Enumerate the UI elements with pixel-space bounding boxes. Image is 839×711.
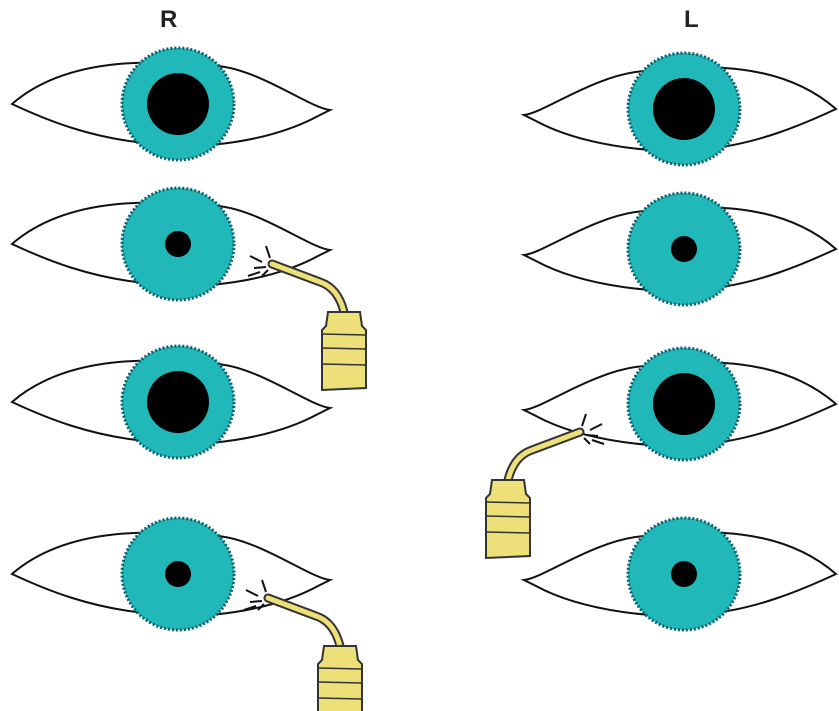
penlight-band	[318, 698, 362, 699]
right-eye-row-3	[12, 346, 330, 458]
left-eye-row-4	[524, 518, 836, 630]
pupil	[671, 561, 697, 587]
penlight-band	[486, 502, 530, 503]
left-eye-row-2	[524, 193, 836, 305]
penlight-body	[322, 312, 366, 390]
pupil	[653, 373, 715, 435]
penlight-band	[486, 532, 530, 533]
pupil	[165, 231, 191, 257]
pupil	[165, 561, 191, 587]
penlight-body	[318, 646, 362, 711]
pupil	[147, 73, 209, 135]
pupil	[653, 78, 715, 140]
pupil	[671, 236, 697, 262]
left-eye-row-3	[524, 348, 836, 460]
right-eye-row-1	[12, 48, 330, 160]
right-eye-row-2	[12, 188, 330, 300]
light-ray	[254, 267, 266, 268]
penlight-band	[486, 516, 530, 517]
penlight-icon	[248, 246, 366, 390]
penlight-icon	[486, 414, 604, 558]
penlight-body	[486, 480, 530, 558]
left-eye-row-1	[524, 53, 836, 165]
penlight-band	[322, 334, 366, 335]
right-eye-row-4	[12, 518, 330, 630]
penlight-band	[318, 682, 362, 683]
pupil	[147, 371, 209, 433]
light-ray	[250, 601, 262, 602]
light-ray	[586, 435, 598, 436]
light-ray	[592, 440, 604, 444]
penlight-band	[318, 668, 362, 669]
penlight-band	[322, 364, 366, 365]
light-ray	[584, 438, 590, 444]
penlight-band	[322, 348, 366, 349]
